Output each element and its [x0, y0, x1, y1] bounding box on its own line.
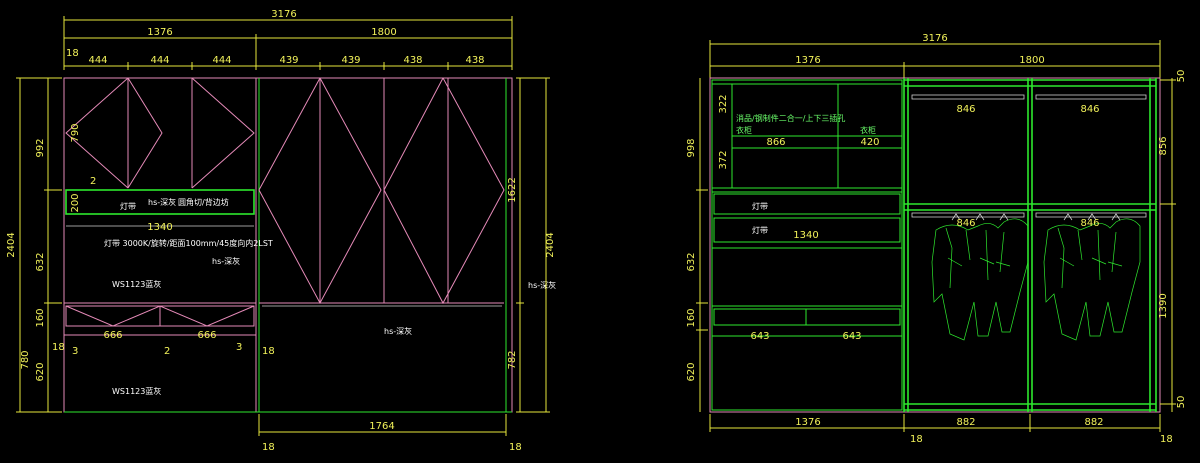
front-bottom-18b: 18 [509, 442, 522, 453]
front-gap-2: 2 [90, 176, 96, 187]
section-right-h1390: 1390 [1158, 293, 1169, 318]
front-col-1: 444 [88, 55, 107, 66]
front-edge-18b: 18 [52, 342, 65, 353]
section-view: 3176 1376 1800 50 998 632 160 620 322 37… [686, 33, 1187, 445]
section-annotations: 消品/钢制件二合一/上下三插孔 衣柜 衣柜 866 420 灯带 灯带 1340… [736, 104, 1100, 342]
front-col-3: 444 [212, 55, 231, 66]
front-label-light: 灯带 [120, 201, 136, 211]
front-right-width: 1800 [371, 27, 396, 38]
section-bottom-18b: 18 [1160, 434, 1173, 445]
front-gap-3a: 3 [72, 346, 78, 357]
hanging-rail-right-top [1035, 94, 1147, 100]
section-drawer-643a: 643 [750, 331, 769, 342]
front-label-profile: 圆角切/背边坊 [178, 197, 229, 207]
front-light-band [65, 189, 255, 215]
section-left-h160: 160 [686, 308, 697, 327]
front-height-total: 2404 [6, 232, 17, 257]
section-drawer-row [713, 308, 901, 326]
section-bottom-50: 50 [1176, 396, 1187, 409]
front-bottom-dimensions: 1764 18 18 [258, 414, 522, 453]
section-bottom-882a: 882 [956, 417, 975, 428]
front-edge-18c: 18 [262, 346, 275, 357]
section-left-h322: 322 [718, 94, 729, 113]
section-top-50: 50 [1176, 70, 1187, 83]
front-right-dimensions: 2404 1622 782 [507, 77, 556, 413]
front-col-2: 444 [150, 55, 169, 66]
section-right-width: 1800 [1019, 55, 1044, 66]
front-col-6: 438 [403, 55, 422, 66]
section-drawer-643b: 643 [842, 331, 861, 342]
front-left-h3: 780 [20, 350, 31, 369]
section-top-dimensions: 3176 1376 1800 50 [709, 33, 1187, 83]
hanging-clothes [931, 213, 1141, 341]
hanging-rail-left-top [911, 94, 1025, 100]
front-col-5: 439 [341, 55, 360, 66]
front-inner-h620: 620 [35, 362, 46, 381]
section-shelf-420: 420 [860, 137, 879, 148]
section-label-light1: 灯带 [752, 201, 768, 211]
section-cabinet [709, 77, 1161, 413]
front-light-spec: 灯带 3000K/旋转/距面100mm/45度向内2LST [104, 238, 273, 248]
section-overall-width: 3176 [922, 33, 947, 44]
front-gap-3b: 3 [236, 342, 242, 353]
front-top-dimensions: 3176 1376 1800 18 444 444 444 439 439 43… [63, 9, 513, 70]
front-bottom-width: 1764 [369, 421, 394, 432]
front-shelf-width: 1340 [147, 222, 172, 233]
front-label-hs1: hs-深灰 [148, 197, 176, 207]
clothes-left-group [931, 218, 1029, 341]
front-drawer-w2: 666 [197, 330, 216, 341]
section-shelf-1340: 1340 [793, 230, 818, 241]
section-rail-846d: 846 [1080, 218, 1099, 229]
section-left-dimensions: 998 632 160 620 322 372 [686, 78, 729, 412]
front-col-4: 439 [279, 55, 298, 66]
front-label-hs2: hs-深灰 [212, 256, 240, 266]
clothes-right-group [1043, 218, 1141, 341]
front-gap-2b: 2 [164, 346, 170, 357]
front-right-h2: 782 [507, 350, 518, 369]
front-inner-h200: 200 [70, 193, 81, 212]
front-left-h1: 992 [35, 138, 46, 157]
front-inner-h790: 790 [70, 123, 81, 142]
section-rail-846b: 846 [1080, 104, 1099, 115]
section-bottom-1376: 1376 [795, 417, 820, 428]
front-label-ws1: WS1123蓝灰 [112, 279, 161, 289]
section-bottom-dimensions: 1376 882 882 18 18 [709, 414, 1173, 445]
section-shelf-866: 866 [766, 137, 785, 148]
hanging-rail-right-bottom [1035, 212, 1147, 218]
front-overall-width: 3176 [271, 9, 296, 20]
section-left-h632: 632 [686, 252, 697, 271]
section-right-dimensions: 856 1390 50 [1158, 78, 1187, 412]
front-left-dimensions: 2404 992 632 780 620 160 [6, 77, 62, 413]
section-left-h372: 372 [718, 150, 729, 169]
front-bottom-18a: 18 [262, 442, 275, 453]
section-label-light2: 灯带 [752, 225, 768, 235]
front-label-hs-side: hs-深灰 [528, 280, 556, 290]
section-label-other: 衣柜 [860, 125, 876, 135]
front-label-hs3: hs-深灰 [384, 326, 412, 336]
section-right-h856: 856 [1158, 136, 1169, 155]
front-inner-h160: 160 [35, 308, 46, 327]
front-edge-18: 18 [66, 48, 79, 59]
front-left-h2: 632 [35, 252, 46, 271]
section-label-fitting: 消品/钢制件二合一/上下三插孔 [736, 113, 845, 123]
section-label-wardrobe: 衣柜 [736, 125, 752, 135]
hanging-rail-left-bottom [911, 212, 1025, 218]
section-rail-846a: 846 [956, 104, 975, 115]
section-left-h620: 620 [686, 362, 697, 381]
section-rail-846c: 846 [956, 218, 975, 229]
front-right-h1: 1622 [507, 177, 518, 202]
section-bottom-18a: 18 [910, 434, 923, 445]
section-left-total: 998 [686, 138, 697, 157]
front-label-ws2: WS1123蓝灰 [112, 386, 161, 396]
section-left-width: 1376 [795, 55, 820, 66]
front-elevation: 3176 1376 1800 18 444 444 444 439 439 43… [6, 9, 556, 453]
front-cabinet [63, 77, 513, 413]
front-annotations: 790 200 2 灯带 hs-深灰 圆角切/背边坊 1340 灯带 3000K… [52, 123, 556, 396]
front-left-width: 1376 [147, 27, 172, 38]
front-col-7: 438 [465, 55, 484, 66]
front-height-2404-right: 2404 [545, 232, 556, 257]
front-drawer-w1: 666 [103, 330, 122, 341]
section-bottom-882b: 882 [1084, 417, 1103, 428]
